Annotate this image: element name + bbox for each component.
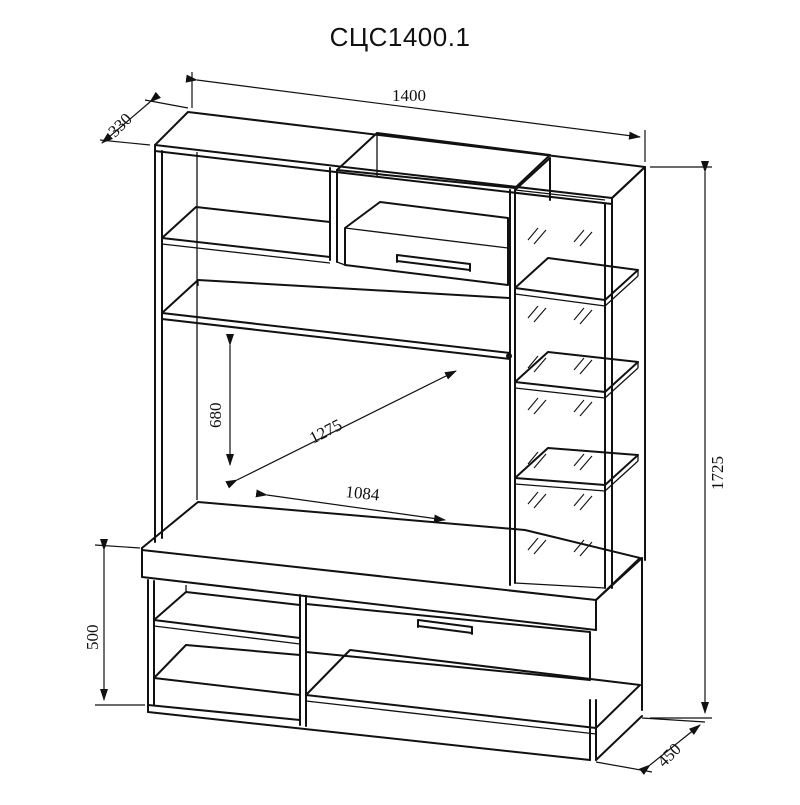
glass-shelf-2 <box>514 351 639 393</box>
tv-width-label: 1084 <box>345 482 381 505</box>
base-drawer-front <box>305 603 591 681</box>
upper-drawer-front <box>344 201 509 286</box>
base-drawer <box>305 603 591 681</box>
top-panel <box>154 111 646 199</box>
base-left-shelf <box>153 591 301 639</box>
drawing-title: СЦС1400.1 <box>329 22 471 52</box>
upper-drawer-box <box>336 132 551 286</box>
glass-shelf-3 <box>514 447 639 486</box>
base-height-label: 500 <box>83 625 102 651</box>
base-drawer-handle-icon[interactable] <box>417 619 473 635</box>
tv-stand-base <box>141 501 643 761</box>
base-depth-label: 450 <box>653 739 684 770</box>
tv-top-shelf <box>161 279 511 354</box>
glass-hatch-icon <box>527 227 593 557</box>
total-height-dimension: 1725 <box>650 161 727 719</box>
tv-width-dimension: 1084 <box>255 482 446 523</box>
upper-left-shelf <box>161 206 331 258</box>
glass-shelf-1 <box>514 257 639 301</box>
width-label: 1400 <box>392 86 426 105</box>
right-glass-column <box>509 157 639 589</box>
top-unit <box>154 111 646 589</box>
depth-top-dimension: 330 <box>99 91 189 146</box>
tv-diagonal-dimension: 1275 <box>225 370 457 489</box>
upper-drawer-handle-icon[interactable] <box>396 254 471 272</box>
tv-height-dimension: 680 <box>206 334 234 466</box>
total-height-label: 1725 <box>708 456 727 490</box>
tv-height-label: 680 <box>206 403 225 429</box>
tv-diagonal-label: 1275 <box>306 415 345 447</box>
depth-top-label: 330 <box>104 109 135 140</box>
base-right-shelf <box>305 649 641 729</box>
base-height-dimension: 500 <box>83 539 145 706</box>
width-dimension: 1400 <box>185 72 646 162</box>
